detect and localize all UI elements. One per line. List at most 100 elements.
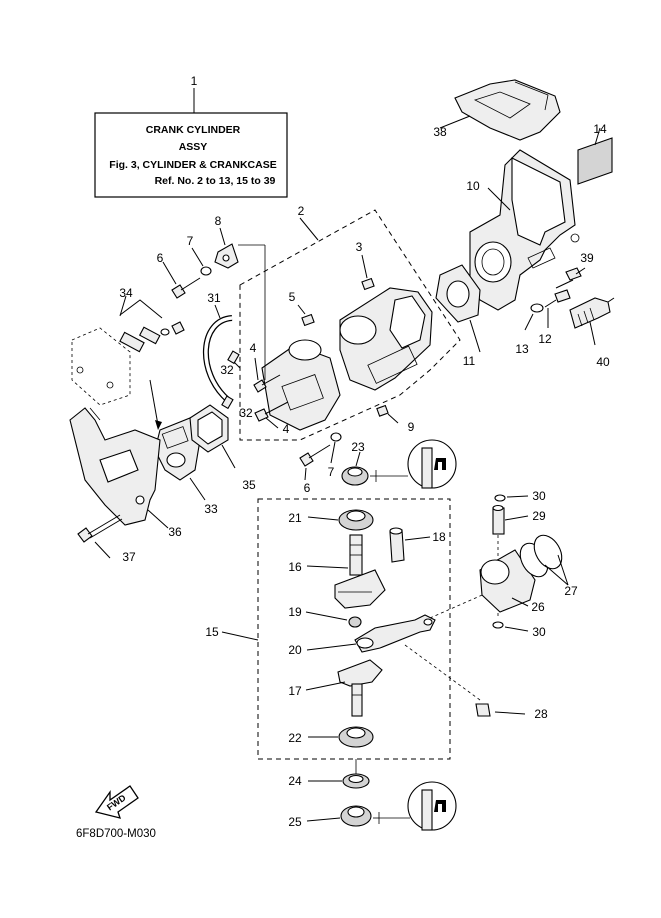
callout-26: 26: [531, 600, 545, 614]
part-31-hose: [203, 315, 233, 403]
callout-20: 20: [288, 643, 302, 657]
part-5-dowel-pin: [301, 313, 315, 327]
callout-6-lower: 6: [304, 481, 311, 495]
part-25-oil-seal: [340, 805, 372, 827]
callout-37: 37: [122, 550, 136, 564]
part-6-bolt-lower: [299, 444, 331, 467]
part-15-crankshaft-assy-box: [257, 498, 451, 760]
part-35-gasket: [189, 404, 229, 453]
part-17-lower-crankshaft: [337, 659, 383, 717]
part-38-top-gasket: [454, 79, 561, 141]
callout-32-lower: 32: [239, 406, 253, 420]
title-line-4: Ref. No. 2 to 13, 15 to 39: [155, 175, 276, 187]
callout-13: 13: [515, 342, 529, 356]
title-line-2: ASSY: [179, 141, 208, 153]
callout-34: 34: [119, 286, 133, 300]
fwd-arrow-icon: FWD: [94, 785, 139, 819]
callout-9: 9: [408, 420, 415, 434]
callout-15: 15: [205, 625, 219, 639]
part-8-bracket: [214, 243, 239, 269]
callout-31: 31: [207, 291, 221, 305]
part-18-crank-pin: [389, 527, 405, 563]
callout-30-lower: 30: [532, 625, 546, 639]
part-7-washer-upper: [200, 266, 212, 276]
callout-17: 17: [288, 684, 302, 698]
callout-19: 19: [288, 605, 302, 619]
title-ref-number: 1: [191, 74, 198, 88]
callout-28: 28: [534, 707, 548, 721]
part-37-bolt: [77, 514, 123, 543]
callout-24: 24: [288, 774, 302, 788]
part-29-piston-pin: [492, 504, 505, 535]
crankcase-left-half: [261, 339, 341, 431]
callout-40: 40: [596, 355, 610, 369]
callout-23: 23: [351, 440, 365, 454]
callout-11: 11: [463, 354, 476, 368]
sealant-inset-upper: [407, 439, 457, 489]
part-39-bolt: [555, 267, 582, 289]
part-36-bracket: [69, 407, 161, 526]
callout-21: 21: [288, 511, 302, 525]
callout-8: 8: [215, 214, 222, 228]
part-30-clip-upper: [494, 494, 506, 502]
part-4-bolt-upper: [253, 374, 281, 393]
part-26-piston: [479, 549, 536, 613]
part-3-dowel: [361, 277, 375, 291]
part-11-cylinder-gasket: [435, 264, 481, 323]
part-34-plates: [119, 299, 185, 353]
part-24-oil-seal: [342, 773, 370, 789]
part-21-bearing: [338, 509, 374, 531]
title-line-1: CRANK CYLINDER: [146, 124, 241, 136]
callout-labels: 2 3 4 4 5 6 6 7 7 8 9 10 11 12 13 14 15 …: [119, 122, 610, 829]
callout-6-upper: 6: [157, 251, 164, 265]
callout-16: 16: [288, 560, 302, 574]
diagram-code: 6F8D700-M030: [76, 828, 156, 840]
part-12-bolt: [544, 289, 571, 308]
callout-38: 38: [433, 125, 447, 139]
callout-35: 35: [242, 478, 256, 492]
part-19-needle-bearing: [348, 616, 362, 628]
part-9-pin: [376, 404, 389, 417]
part-28-connecting-rod: [354, 584, 506, 653]
sealant-inset-lower: [407, 781, 457, 831]
part-7-washer-lower: [330, 432, 342, 442]
callout-7-upper: 7: [187, 234, 194, 248]
part-30-clip-lower: [492, 621, 504, 629]
part-4-bolt-lower: [254, 401, 289, 422]
engine-cover-sketch: [71, 327, 131, 421]
title-line-3: Fig. 3, CYLINDER & CRANKCASE: [109, 159, 276, 171]
part-40-spark-plug: [569, 297, 615, 329]
callout-4-upper: 4: [250, 341, 257, 355]
part-10-exhaust-housing: [469, 149, 580, 311]
crankcase-right-half: [339, 287, 433, 391]
callout-33: 33: [204, 502, 218, 516]
callout-36: 36: [168, 525, 182, 539]
part-6-bolt-upper: [171, 277, 201, 299]
part-23-bearing: [341, 466, 369, 486]
part-16-upper-crankshaft: [334, 534, 386, 609]
callout-5: 5: [289, 290, 296, 304]
part-27-piston-rings: [519, 534, 563, 578]
part-28-bolt: [475, 703, 491, 717]
callout-10: 10: [466, 179, 480, 193]
part-32-fitting-lower: [221, 395, 234, 410]
callout-22: 22: [288, 731, 302, 745]
part-32-fitting-upper: [227, 350, 240, 365]
callout-4-lower: 4: [283, 422, 290, 436]
assembly-title-box: 1 CRANK CYLINDER ASSY Fig. 3, CYLINDER &…: [94, 74, 288, 198]
callout-39: 39: [580, 251, 594, 265]
callout-30-upper: 30: [532, 489, 546, 503]
callout-27: 27: [564, 584, 578, 598]
callout-2: 2: [298, 204, 305, 218]
callout-18: 18: [432, 530, 446, 544]
callout-3: 3: [356, 240, 363, 254]
callout-32-upper: 32: [220, 363, 234, 377]
callout-7-lower: 7: [328, 465, 335, 479]
part-14-label: [577, 137, 613, 185]
part-13-washer: [530, 303, 544, 313]
part-2-crankcase-outline: [239, 209, 461, 441]
callout-12: 12: [538, 332, 552, 346]
callout-29: 29: [532, 509, 546, 523]
